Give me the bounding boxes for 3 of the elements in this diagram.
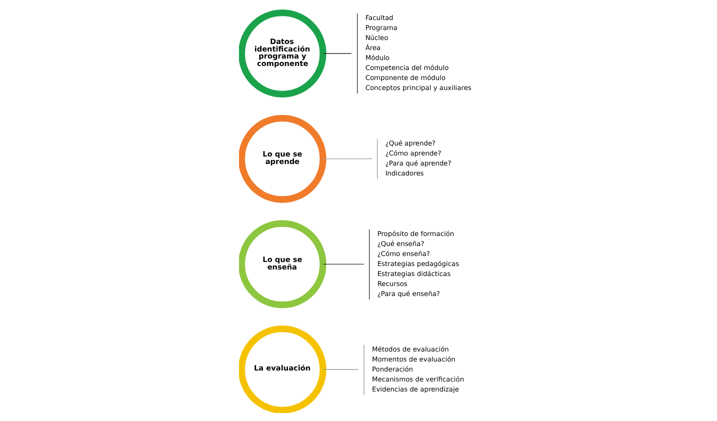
connector	[322, 158, 372, 160]
connector	[322, 369, 358, 370]
connector	[322, 53, 352, 54]
